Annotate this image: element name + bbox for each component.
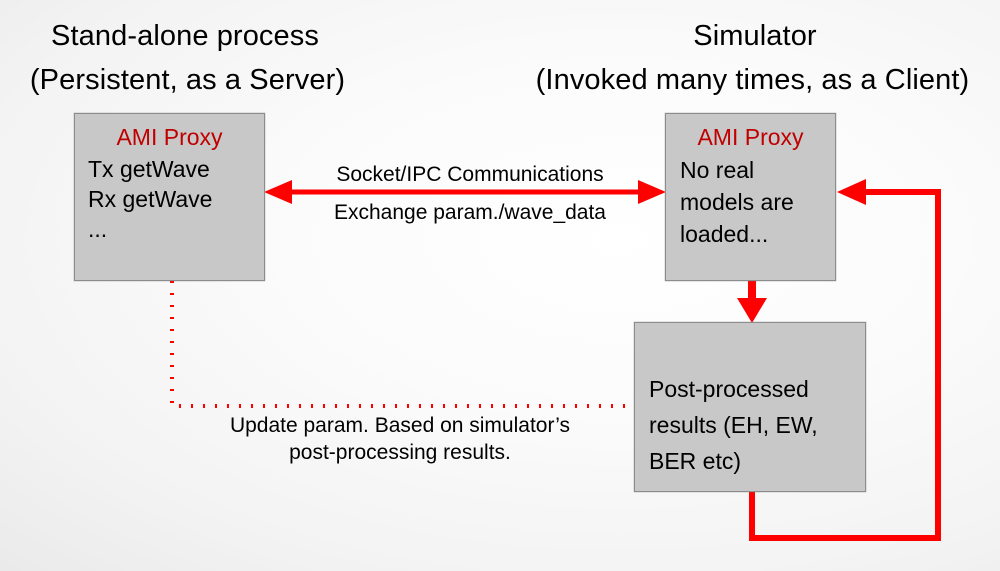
client-box-body: No real models are loaded... [680, 154, 829, 250]
left-column-title-line1: Stand-alone process [51, 20, 319, 52]
client-box-line-2: models are [680, 189, 794, 215]
caption-line-2: post-processing results. [289, 441, 511, 464]
client-box-title: AMI Proxy [697, 124, 804, 150]
param-update-caption: Update param. Based on simulator’s post-… [185, 412, 615, 466]
param-update-dotted-connector [170, 281, 632, 408]
ami-proxy-server-box[interactable]: AMI Proxy Tx getWave Rx getWave ... [74, 113, 265, 281]
results-box-line-2: results (EH, EW, [649, 412, 818, 438]
left-column-title-line2: (Persistent, as a Server) [29, 64, 346, 96]
proxy-to-results-arrow [737, 281, 767, 323]
server-box-title: AMI Proxy [116, 124, 223, 150]
server-box-line-2: Rx getWave [88, 186, 213, 212]
post-processed-results-box[interactable]: Post-processed results (EH, EW, BER etc) [634, 322, 866, 492]
ami-proxy-client-box[interactable]: AMI Proxy No real models are loaded... [665, 113, 836, 281]
right-column-title-line2: (Invoked many times, as a Client) [535, 64, 970, 96]
server-box-line-1: Tx getWave [88, 156, 210, 182]
caption-line-1: Update param. Based on simulator’s [229, 414, 571, 437]
right-column-title-line1: Simulator [693, 20, 817, 52]
server-box-body: Tx getWave Rx getWave ... [88, 154, 258, 244]
results-box-body: Post-processed results (EH, EW, BER etc) [649, 371, 857, 479]
client-box-line-3: loaded... [680, 221, 769, 247]
client-box-line-1: No real [680, 157, 755, 183]
socket-ipc-label: Socket/IPC Communications [336, 163, 604, 186]
results-box-line-1: Post-processed [649, 376, 809, 402]
exchange-data-label: Exchange param./wave_data [333, 201, 606, 224]
results-box-line-3: BER etc) [649, 448, 742, 474]
server-box-line-3: ... [88, 216, 108, 242]
